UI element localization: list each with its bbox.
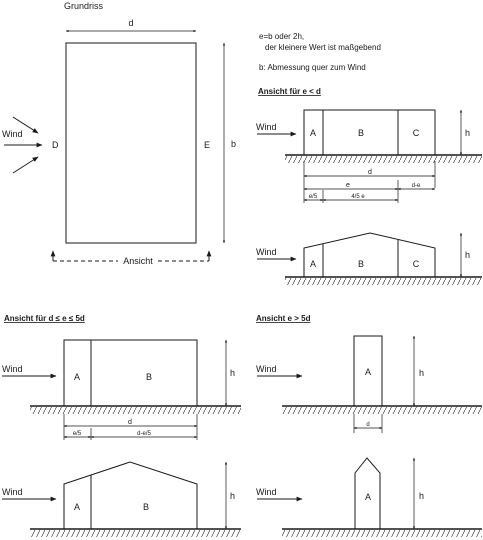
ansicht-label: Ansicht bbox=[123, 256, 153, 266]
height-label: h bbox=[230, 491, 235, 501]
note-line-1: e=b oder 2h, bbox=[259, 32, 304, 41]
plan-building-outline bbox=[65, 42, 197, 244]
face-e-label: E bbox=[204, 140, 210, 150]
zone-a-label: A bbox=[74, 502, 80, 512]
height-label: h bbox=[419, 368, 424, 378]
ground-hatching bbox=[30, 407, 241, 414]
dim-e-label: e bbox=[346, 182, 350, 189]
ground-hatching bbox=[285, 278, 482, 285]
dim-d-label: d bbox=[368, 169, 372, 176]
note-line-3: b: Abmessung quer zum Wind bbox=[259, 63, 366, 72]
building-gable-roof bbox=[303, 232, 436, 278]
zone-a-label: A bbox=[365, 492, 371, 502]
height-label: h bbox=[419, 491, 424, 501]
wind-arrow-oblique-bottom bbox=[12, 156, 39, 174]
face-d-label: D bbox=[52, 140, 59, 150]
plan-title: Grundriss bbox=[64, 1, 104, 11]
wind-label: Wind bbox=[256, 247, 277, 257]
zone-c-label: C bbox=[413, 128, 420, 138]
zone-b-label: B bbox=[358, 259, 364, 269]
plan-view: Grundriss d b D E Wind Ansicht bbox=[2, 1, 236, 266]
zone-b-label: B bbox=[143, 502, 149, 512]
zone-b-label: B bbox=[146, 372, 152, 382]
dim-e5-label: e/5 bbox=[309, 194, 318, 200]
height-label: h bbox=[465, 250, 470, 260]
building-narrow-flat-roof bbox=[353, 335, 383, 407]
section-title-d-le-e-le-5d: Ansicht für d ≤ e ≤ 5d bbox=[4, 314, 85, 323]
view-d-le-e-le-5d: Ansicht für d ≤ e ≤ 5d Wind A B h d e/5 … bbox=[2, 314, 241, 537]
wind-arrow-oblique-top bbox=[12, 116, 39, 134]
wind-label: Wind bbox=[2, 364, 23, 374]
section-title-e-gt-5d: Ansicht e > 5d bbox=[256, 314, 311, 323]
dim-d-minus-e5-label: d-e/5 bbox=[137, 431, 151, 437]
wind-label: Wind bbox=[256, 364, 277, 374]
section-title-e-lt-d: Ansicht für e < d bbox=[258, 87, 321, 96]
view-e-lt-d: Ansicht für e < d Wind A B C h d e d-e e… bbox=[256, 87, 482, 285]
ground-hatching bbox=[282, 407, 482, 414]
wind-label: Wind bbox=[2, 487, 23, 497]
note-line-2: der kleinere Wert ist maßgebend bbox=[265, 43, 381, 52]
dim-four-fifths-e-label: 4/5 e bbox=[351, 194, 365, 200]
zone-a-label: A bbox=[365, 367, 371, 377]
plan-d-label: d bbox=[128, 18, 133, 28]
view-e-gt-5d: Ansicht e > 5d Wind A h d Wind A h bbox=[256, 314, 482, 537]
plan-b-label: b bbox=[231, 139, 236, 149]
zone-c-label: C bbox=[413, 259, 420, 269]
building-flat-roof bbox=[63, 339, 198, 407]
ground-hatching bbox=[285, 156, 482, 163]
zone-a-label: A bbox=[310, 259, 316, 269]
dim-d-label: d bbox=[128, 419, 132, 426]
dim-e5-label: e/5 bbox=[73, 431, 82, 437]
wind-label: Wind bbox=[256, 122, 277, 132]
height-label: h bbox=[465, 128, 470, 138]
zone-b-label: B bbox=[358, 128, 364, 138]
wind-label: Wind bbox=[256, 487, 277, 497]
zone-a-label: A bbox=[310, 128, 316, 138]
building-gable-roof bbox=[63, 461, 198, 530]
dim-d-minus-e-label: d-e bbox=[412, 183, 421, 189]
ground-hatching bbox=[30, 530, 241, 537]
ansicht-label-bg bbox=[118, 254, 158, 266]
ground-hatching bbox=[282, 530, 482, 537]
dim-d-label: d bbox=[366, 422, 369, 428]
notes: e=b oder 2h, der kleinere Wert ist maßge… bbox=[259, 32, 381, 72]
plan-wind-label: Wind bbox=[2, 129, 23, 139]
height-label: h bbox=[230, 368, 235, 378]
zone-a-label: A bbox=[74, 372, 80, 382]
